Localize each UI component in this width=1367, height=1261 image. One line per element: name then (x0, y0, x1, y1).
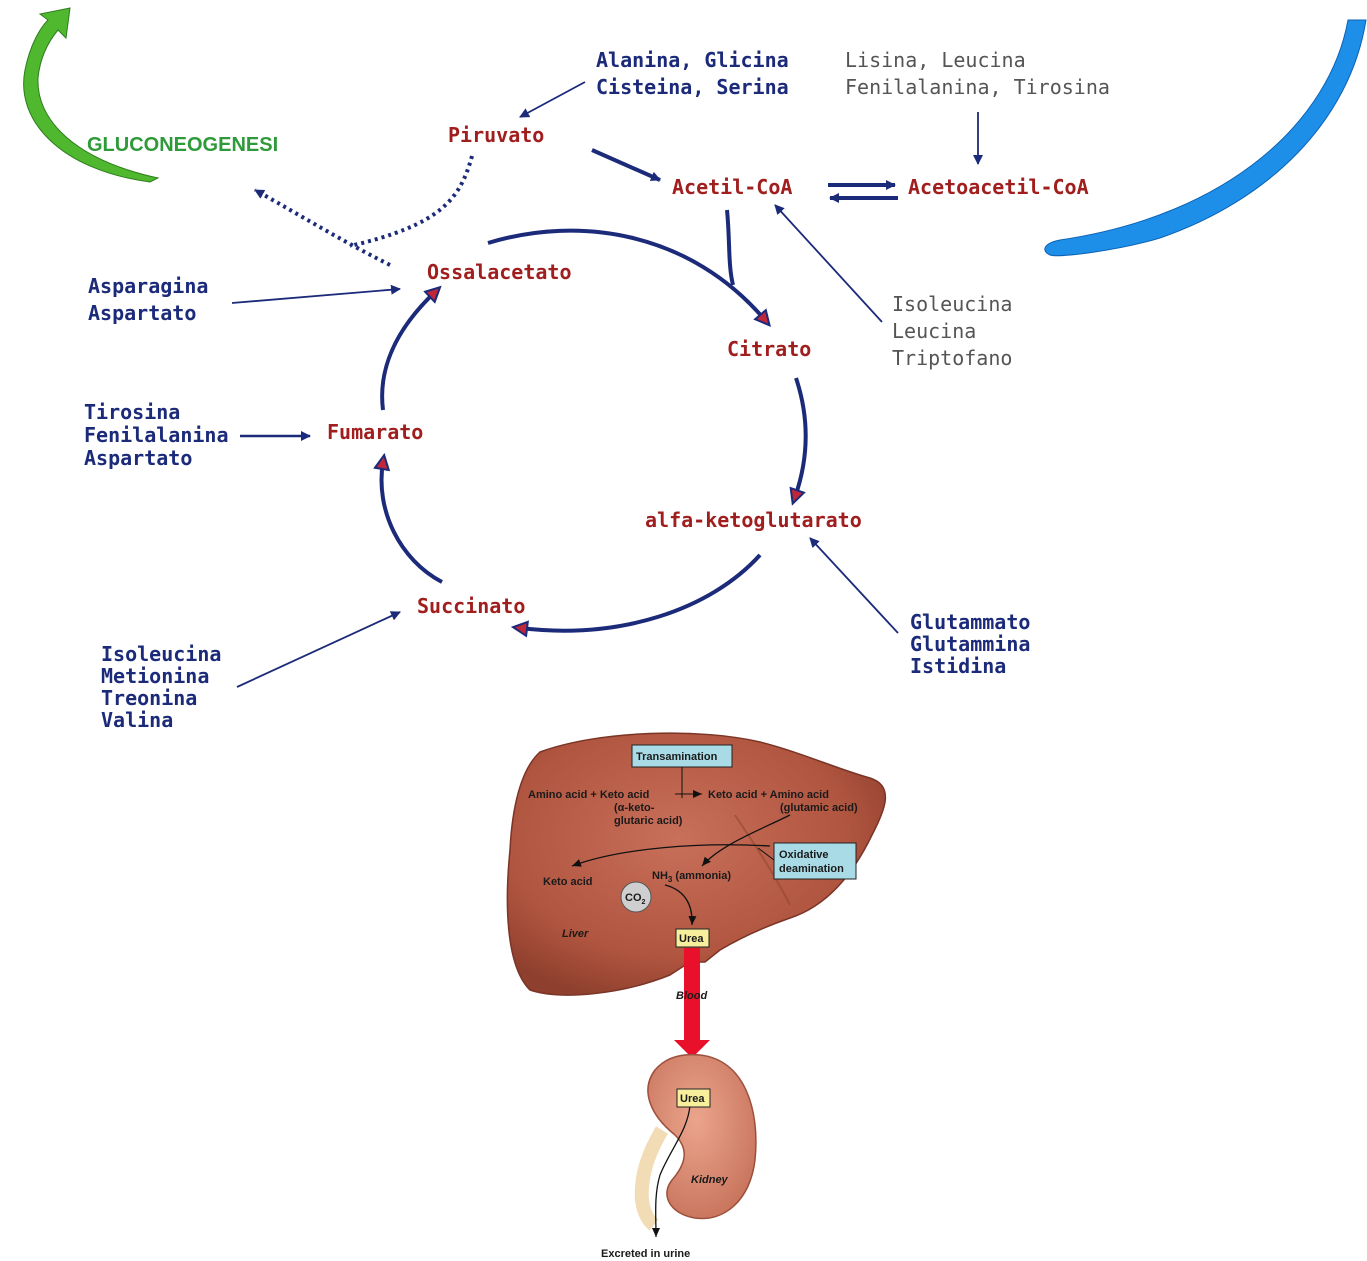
reaction-left-sub: (α-keto- (614, 802, 655, 814)
aa-line: Glutammato (910, 610, 1030, 634)
transamination-label: Transamination (636, 751, 718, 763)
succinato-label: Succinato (417, 594, 525, 618)
aa-line: Isoleucina (892, 292, 1012, 316)
aa-line: Glutammina (910, 632, 1030, 656)
aa-line: Isoleucina (101, 642, 221, 666)
aa-acetil-arrow (775, 205, 882, 322)
aa-group-piruvato: Alanina, Glicina Cisteina, Serina (596, 48, 789, 99)
aa-line: Metionina (101, 664, 209, 688)
oxidative-label: Oxidative (779, 849, 829, 861)
aa-line: Fenilalanina (84, 423, 229, 447)
fumarato-label: Fumarato (327, 420, 423, 444)
svg-text:NH3 (ammonia): NH3 (ammonia) (652, 870, 731, 884)
aa-group-ossalacetato: Asparagina Aspartato (88, 274, 208, 325)
acetil-coa-label: Acetil-CoA (672, 175, 792, 199)
ossalacetato-label: Ossalacetato (427, 260, 572, 284)
acetoacetil-coa-label: Acetoacetil-CoA (908, 175, 1089, 199)
krebs-cycle (382, 231, 806, 631)
acetyl-to-citrate-line (727, 210, 733, 285)
urea-label-liver: Urea (679, 933, 704, 945)
reaction-left-sub: glutaric acid) (614, 815, 683, 827)
excreted-label: Excreted in urine (601, 1248, 690, 1260)
alfa-ketoglutarato-label: alfa-ketoglutarato (645, 508, 862, 532)
aa-line: Leucina (892, 319, 976, 343)
citrato-label: Citrato (727, 337, 811, 361)
aa-line: Tirosina (84, 400, 180, 424)
aa-line: Aspartato (84, 446, 192, 470)
liver-kidney-panel: Transamination Amino acid + Keto acid (α… (507, 733, 885, 1260)
aa-group-succinato: Isoleucina Metionina Treonina Valina (101, 642, 221, 732)
aa-line: Aspartato (88, 301, 196, 325)
aa-line: Istidina (910, 654, 1006, 678)
aa-line: Triptofano (892, 346, 1012, 370)
piruvato-to-acetil-arrow (592, 150, 660, 180)
aa-succinato-arrow (237, 612, 400, 687)
aa-line: Valina (101, 708, 173, 732)
reaction-left: Amino acid + Keto acid (528, 789, 649, 801)
dotted-gluconeo-arrow (255, 190, 390, 265)
aa-alfaketo-arrow (810, 538, 898, 633)
aa-group-alfaketo: Glutammato Glutammina Istidina (910, 610, 1030, 678)
aa-line: Asparagina (88, 274, 208, 298)
aa-line: Fenilalanina, Tirosina (845, 75, 1110, 99)
blue-curved-arrow-icon (1045, 20, 1366, 256)
dotted-piruvato-line (350, 156, 472, 246)
aa-line: Treonina (101, 686, 197, 710)
reaction-right: Keto acid + Amino acid (708, 789, 829, 801)
urea-label-kidney: Urea (680, 1093, 705, 1105)
keto-acid-label: Keto acid (543, 876, 593, 888)
oxidative-label: deamination (779, 863, 844, 875)
liver-label: Liver (562, 928, 589, 940)
aa-group-acetoacetil: Lisina, Leucina Fenilalanina, Tirosina (845, 48, 1110, 99)
blood-label: Blood (676, 990, 707, 1002)
aa-ossalacetato-arrow (232, 289, 400, 303)
kidney-label: Kidney (691, 1174, 729, 1186)
reaction-right-sub: (glutamic acid) (780, 802, 858, 814)
aa-line: Alanina, Glicina (596, 48, 789, 72)
gluconeogenesis-label: GLUCONEOGENESI (87, 134, 278, 156)
aa-group-fumarato: Tirosina Fenilalanina Aspartato (84, 400, 229, 470)
aa-line: Cisteina, Serina (596, 75, 789, 99)
aa-piruvato-arrow (520, 82, 585, 117)
aa-group-acetil: Isoleucina Leucina Triptofano (892, 292, 1012, 370)
aa-line: Lisina, Leucina (845, 48, 1026, 72)
piruvato-label: Piruvato (448, 123, 544, 147)
